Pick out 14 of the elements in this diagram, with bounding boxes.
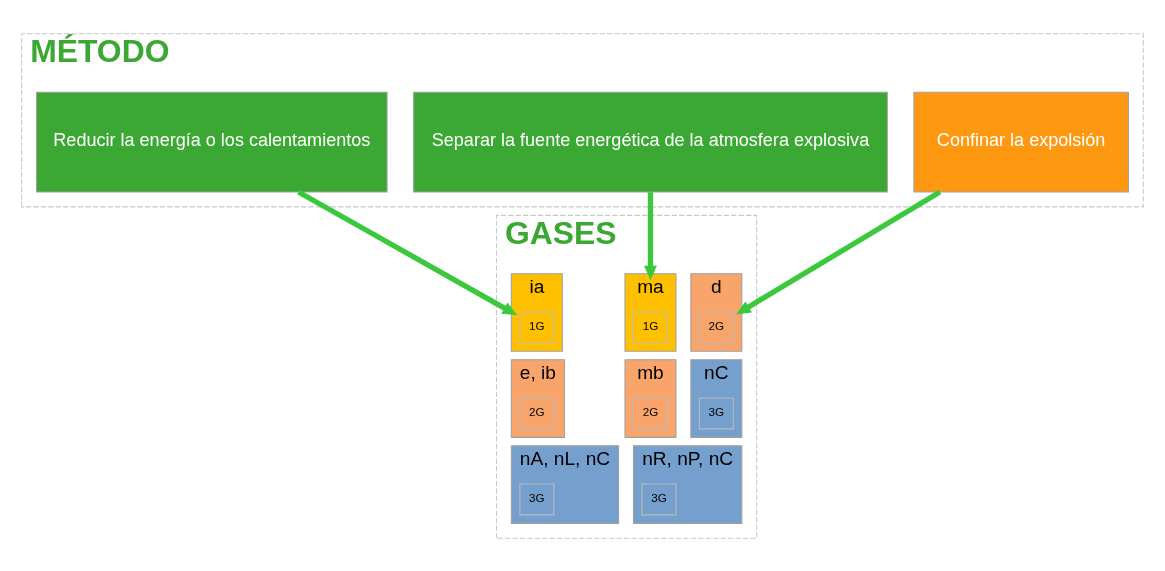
node-box: 3G [641,483,677,515]
node-box: 2G [632,397,668,429]
node-box: 2G [698,311,734,343]
arrow [736,189,942,314]
arrow [297,189,518,315]
node-box: 1G [519,311,555,343]
node-box: 3G [698,397,734,429]
node-box: 2G [519,397,555,429]
arrow [644,191,657,280]
node-box: 1G [632,311,668,343]
node-box: 3G [519,483,555,515]
node-box: Reducir la energía o los calentamientos [36,91,388,193]
node-box: Confinar la expolsión [913,91,1129,193]
node-box: Separar la fuente energética de la atmosfera explosiva [413,91,888,193]
